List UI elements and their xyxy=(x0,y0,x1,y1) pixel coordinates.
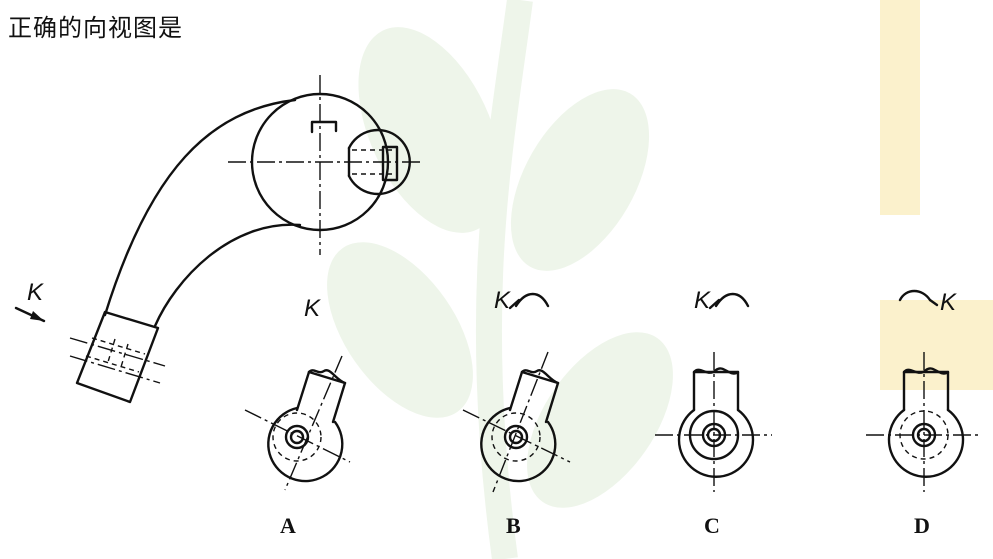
view-letter-main: K xyxy=(27,279,44,306)
view-label-a: K xyxy=(304,295,321,322)
option-a-view: K A xyxy=(244,295,351,538)
question-text: 正确的向视图是 xyxy=(8,14,183,42)
option-label-a: A xyxy=(280,513,296,538)
option-d-view: K D xyxy=(866,289,982,538)
watermark xyxy=(327,0,993,559)
option-b-view: K B xyxy=(462,287,571,538)
option-label-d: D xyxy=(914,513,930,538)
view-label-c: K xyxy=(694,287,711,314)
option-c-view: K C xyxy=(655,287,772,538)
view-label-b: K xyxy=(494,287,511,314)
part-main-view: K xyxy=(14,75,420,404)
option-label-c: C xyxy=(704,513,720,538)
option-label-b: B xyxy=(506,513,521,538)
view-label-d: K xyxy=(940,289,957,316)
